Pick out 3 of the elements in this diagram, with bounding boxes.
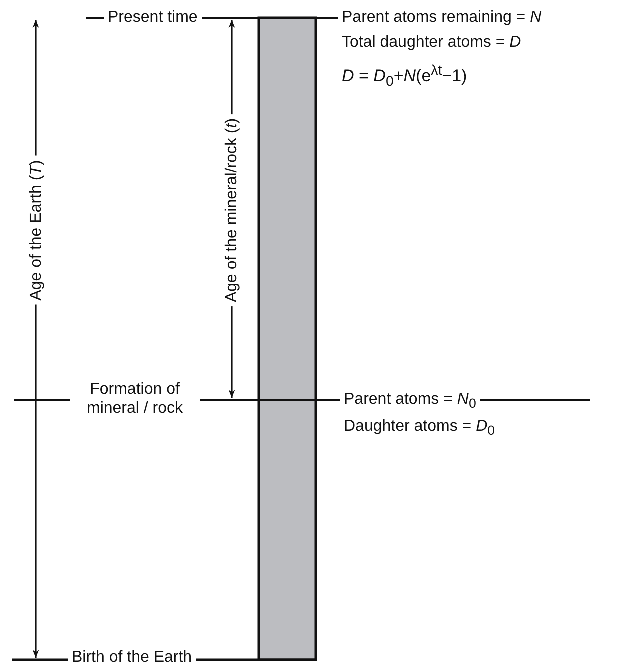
rock-column <box>258 16 318 662</box>
dimension-label: Age of the Earth (T) <box>26 156 46 304</box>
dimension-label: Age of the mineral/rock (t) <box>222 114 242 306</box>
